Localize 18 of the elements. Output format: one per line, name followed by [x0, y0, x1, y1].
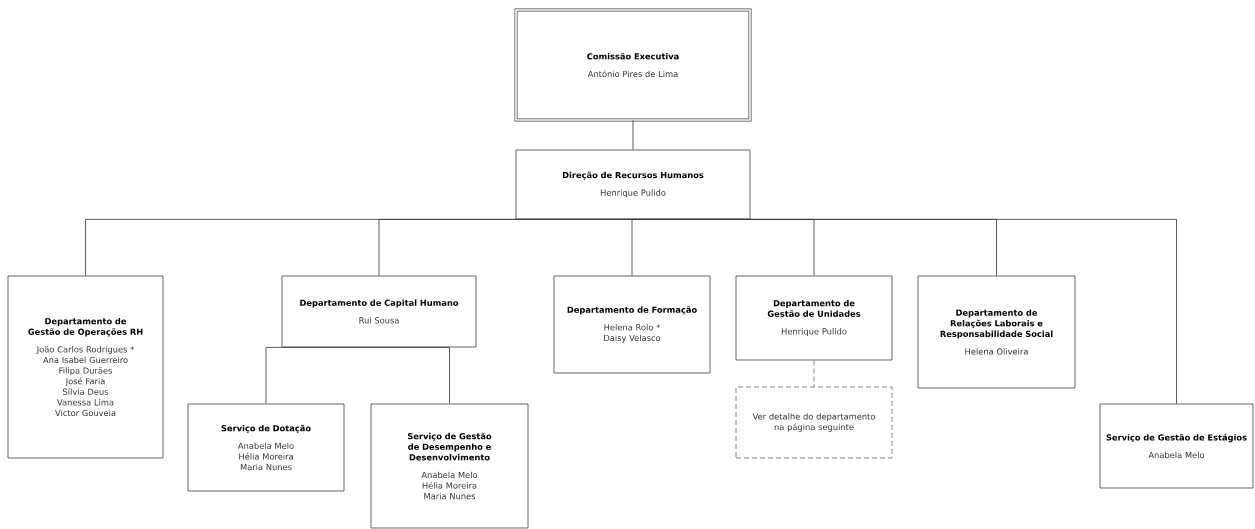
- org-box: Departamento de Gestão de Operações RH João Carlos Rodrigues * Ana Isabel Guerreiro Filipa Durães José Faria Sílvia Deus Vanessa Lima Victor Gouveia: [7, 275, 164, 459]
- org-box: Departamento de Relações Laborais e Responsabilidade Social Helena Oliveira: [917, 275, 1076, 389]
- connector-line: [813, 360, 815, 387]
- connector-line: [632, 219, 1177, 404]
- org-box: Departamento de Gestão de Unidades Henrique Pulido: [735, 275, 893, 361]
- connector-line: [378, 219, 634, 276]
- connector-line: [378, 347, 450, 404]
- org-box: Departamento de Capital Humano Rui Sousa: [281, 275, 477, 348]
- org-box: Comissão Executiva António Pires de Lima: [514, 8, 752, 122]
- org-box: Serviço de Dotação Anabela Melo Hélia Moreira Maria Nunes: [187, 403, 345, 492]
- connector-line: [631, 219, 634, 276]
- org-box: Serviço de Gestão de Estágios Anabela Melo: [1099, 403, 1254, 489]
- note-box: Ver detalhe do departamento na página seguinte: [735, 386, 893, 459]
- org-box: Serviço de Gestão de Desempenho e Desenvolvimento Anabela Melo Hélia Moreira Maria Nunes: [370, 403, 529, 529]
- connector-line: [265, 347, 380, 404]
- org-box: Direção de Recursos Humanos Henrique Pulido: [515, 149, 751, 220]
- connector-line: [632, 119, 634, 150]
- org-box: Departamento de Formação Helena Rolo * Daisy Velasco: [553, 275, 711, 374]
